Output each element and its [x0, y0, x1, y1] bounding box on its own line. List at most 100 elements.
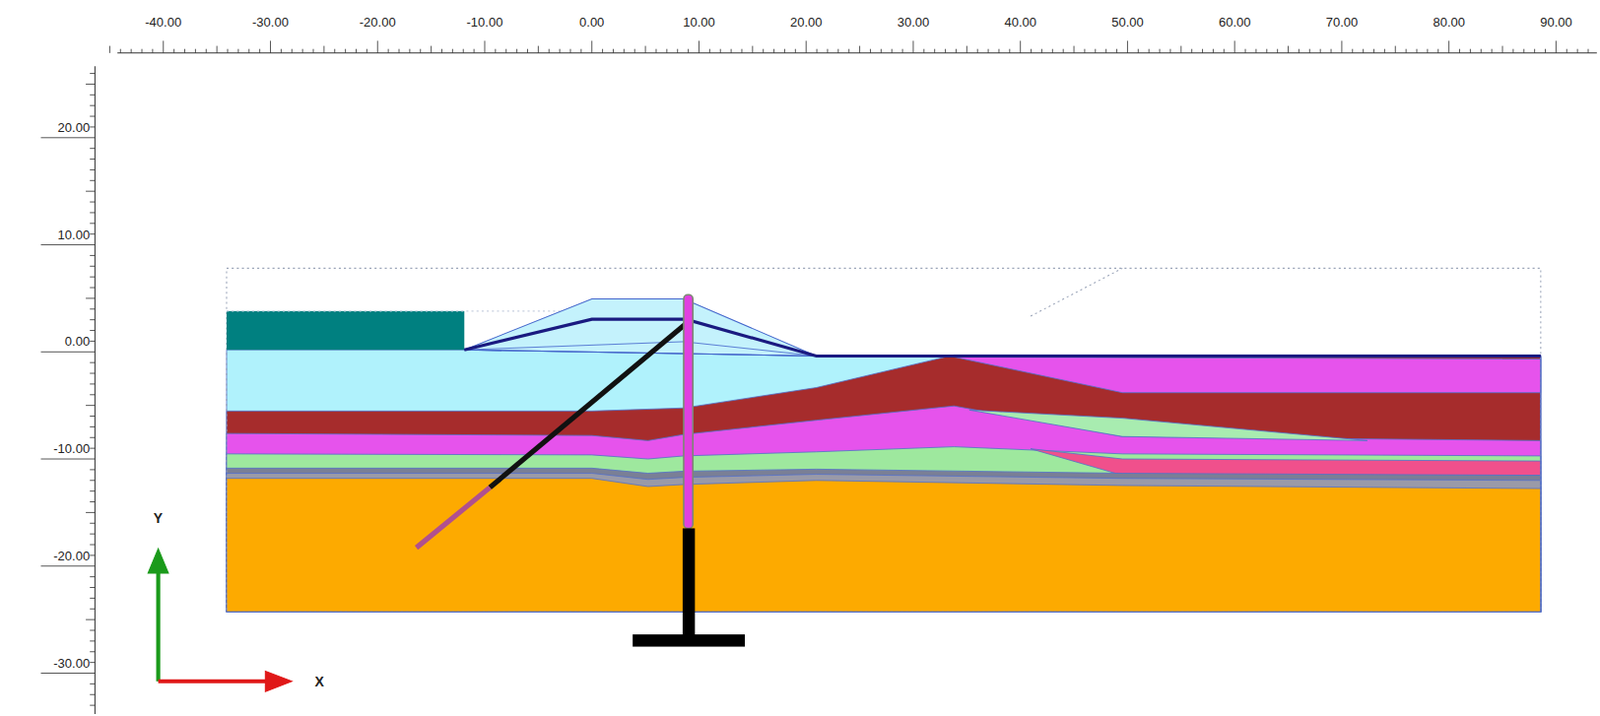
ruler-tick: [1480, 49, 1482, 54]
bearing-layer: [226, 478, 1541, 613]
ruler-tick: [280, 49, 282, 54]
ruler-tick: [41, 672, 96, 674]
ruler-tick: [89, 640, 95, 642]
ruler-label: 20.00: [790, 15, 823, 29]
ruler-tick: [527, 49, 529, 54]
dotted-guide: [1030, 267, 1123, 317]
ruler-tick: [237, 49, 239, 54]
ruler-line: [117, 52, 1598, 54]
ruler-tick: [1533, 49, 1535, 54]
ruler-tick: [826, 49, 828, 54]
silt-layer: [226, 405, 1541, 612]
ruler-tick: [89, 426, 95, 428]
ruler-tick: [1405, 49, 1407, 54]
thin-layer: [226, 473, 1541, 613]
ruler-tick: [291, 49, 293, 54]
ruler-label: -20.00: [359, 15, 397, 29]
ruler-tick: [977, 49, 979, 54]
ruler-tick: [419, 49, 421, 54]
ruler-tick: [408, 49, 410, 54]
ruler-tick: [645, 46, 647, 54]
ruler-tick: [89, 362, 95, 364]
ruler-tick: [85, 512, 95, 514]
ruler-line: [94, 66, 96, 715]
ruler-tick: [720, 49, 722, 54]
ruler-tick: [1063, 49, 1065, 54]
ruler-tick: [676, 49, 678, 54]
ruler-tick: [944, 49, 946, 54]
ruler-tick: [1331, 49, 1333, 54]
ruler-tick: [41, 351, 96, 353]
ruler-tick: [89, 383, 95, 385]
ruler-label: 40.00: [1003, 15, 1037, 29]
ruler-tick: [1512, 49, 1514, 54]
ruler-tick: [89, 72, 95, 74]
ruler-tick: [120, 49, 122, 54]
peat-lens: [1030, 449, 1541, 476]
ruler-tick: [85, 191, 95, 193]
ruler-tick: [891, 49, 893, 54]
ruler-tick: [740, 49, 742, 54]
ruler-tick: [463, 49, 465, 54]
ruler-tick: [89, 126, 95, 128]
ruler-tick: [89, 651, 95, 653]
ruler-tick: [559, 49, 561, 54]
ruler-tick: [516, 49, 518, 54]
ruler-tick: [1073, 46, 1075, 54]
ruler-label: -10.00: [466, 15, 504, 29]
ruler-tick: [41, 136, 96, 138]
ruler-tick: [601, 49, 603, 54]
ruler-tick: [344, 49, 346, 54]
ruler-tick: [1041, 49, 1043, 54]
ruler-tick: [388, 49, 390, 54]
clay-layer: [226, 354, 1541, 612]
pile-base: [632, 634, 745, 647]
ruler-tick: [1030, 49, 1032, 54]
dotted-guide: [226, 310, 593, 312]
ruler-tick: [1437, 49, 1439, 54]
ruler-label: 20.00: [58, 121, 91, 134]
ruler-tick: [816, 49, 818, 54]
ruler-tick: [1223, 49, 1225, 54]
ruler-tick: [709, 49, 711, 54]
y-axis-arrow: [156, 571, 161, 682]
sand-layer: [226, 447, 1541, 613]
ruler-tick: [880, 49, 882, 54]
ruler-tick: [89, 608, 95, 610]
ruler-tick: [1266, 49, 1267, 54]
ruler-tick: [151, 49, 153, 54]
ruler-tick: [1234, 40, 1236, 53]
model-boundary: [226, 267, 1541, 612]
ruler-tick: [1116, 49, 1118, 54]
ruler-tick: [848, 49, 850, 54]
ruler-tick: [430, 46, 432, 54]
ruler-tick: [89, 544, 95, 546]
ruler-tick: [859, 46, 861, 54]
ruler-tick: [1180, 46, 1182, 54]
ruler-tick: [89, 233, 95, 235]
ruler-tick: [41, 459, 96, 461]
ruler-tick: [89, 266, 95, 267]
ruler-label: 10.00: [58, 228, 91, 242]
ruler-tick: [869, 49, 871, 54]
gravel-layer: [226, 467, 1541, 612]
ruler-tick: [89, 533, 95, 535]
ruler-tick: [89, 576, 95, 578]
ruler-tick: [955, 49, 957, 54]
ruler-tick: [1566, 49, 1568, 54]
ruler-label: 0.00: [65, 334, 90, 348]
ruler-tick: [933, 49, 935, 54]
ruler-tick: [323, 46, 325, 54]
ruler-tick: [837, 49, 839, 54]
ruler-label: 60.00: [1218, 15, 1252, 29]
ruler-label: -40.00: [144, 15, 182, 29]
ruler-tick: [1083, 49, 1085, 54]
ruler-tick: [1191, 49, 1193, 54]
ruler-tick: [1127, 40, 1129, 53]
y-arrow-head: [147, 548, 169, 574]
ruler-tick: [1008, 49, 1010, 54]
ruler-tick: [205, 49, 207, 54]
ruler-tick: [355, 49, 357, 54]
ruler-tick: [795, 49, 797, 54]
